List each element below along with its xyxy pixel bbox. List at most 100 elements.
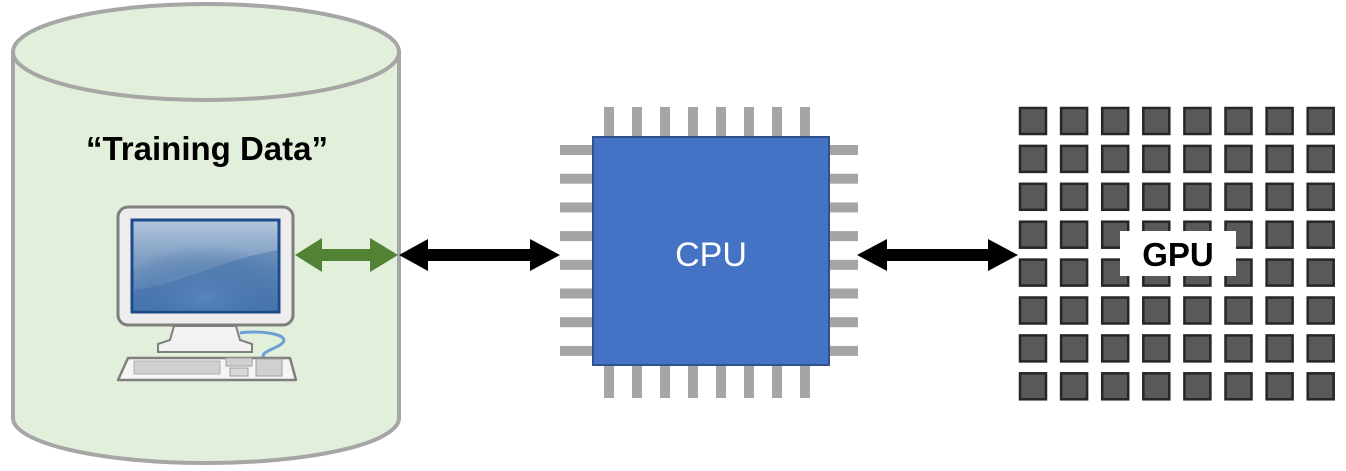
cpu-pin-top: [660, 107, 670, 138]
gpu-core: [1183, 144, 1212, 174]
gpu-core: [1142, 106, 1171, 136]
cpu-pin-left: [560, 345, 594, 356]
cpu-pin-right: [828, 317, 858, 328]
gpu-core: [1100, 182, 1130, 212]
gpu-core: [1265, 144, 1294, 174]
gpu-core: [1059, 144, 1089, 174]
cpu-pin-bottom: [660, 364, 670, 398]
cpu-pin-right: [828, 231, 858, 242]
cpu-pin-bottom: [688, 364, 698, 398]
gpu-core: [1059, 182, 1089, 212]
cylinder-top: [11, 2, 401, 102]
computer-storage-double-arrow: [295, 238, 398, 272]
cpu-pin-top: [716, 107, 726, 138]
gpu-core: [1142, 182, 1171, 212]
gpu-core: [1183, 334, 1212, 363]
gpu-core: [1059, 372, 1089, 401]
gpu-core: [1018, 258, 1048, 287]
gpu-core: [1224, 106, 1253, 136]
cpu-pin-top: [772, 107, 782, 138]
gpu-core: [1142, 372, 1171, 401]
gpu-core: [1306, 372, 1335, 401]
gpu-core: [1306, 258, 1335, 287]
gpu-core: [1018, 334, 1048, 363]
cpu-pin-top: [800, 107, 810, 138]
cpu-pin-bottom: [632, 364, 642, 398]
gpu-core: [1224, 296, 1253, 325]
cpu-pin-top: [604, 107, 614, 138]
cpu-pin-left: [560, 259, 594, 270]
gpu-core: [1059, 258, 1089, 287]
cpu-pin-top: [688, 107, 698, 138]
gpu-core: [1306, 144, 1335, 174]
gpu-core: [1059, 296, 1089, 325]
gpu-core: [1059, 220, 1089, 249]
gpu-core: [1018, 144, 1048, 174]
gpu-core: [1224, 182, 1253, 212]
gpu-core: [1306, 334, 1335, 363]
cpu-pin-bottom: [772, 364, 782, 398]
gpu-core: [1100, 106, 1130, 136]
gpu-core: [1142, 144, 1171, 174]
cpu-pin-top: [744, 107, 754, 138]
cpu-pins: [560, 107, 858, 398]
cpu-pin-right: [828, 145, 858, 155]
gpu-core: [1018, 220, 1048, 249]
cpu-pin-right: [828, 288, 858, 299]
cpu-pin-bottom: [604, 364, 614, 398]
storage-cpu-double-arrow: [399, 239, 560, 271]
gpu-core: [1183, 182, 1212, 212]
cpu-gpu-double-arrow: [857, 239, 1018, 271]
cpu-pin-left: [560, 288, 594, 299]
gpu-core: [1224, 372, 1253, 401]
gpu-core: [1100, 144, 1130, 174]
gpu-label: GPU: [1142, 236, 1214, 273]
cpu-chip: CPU: [560, 107, 858, 398]
gpu-core: [1306, 296, 1335, 325]
gpu-core: [1100, 334, 1130, 363]
gpu-core: [1265, 220, 1294, 249]
cpu-pin-top: [632, 107, 642, 138]
gpu-core: [1183, 372, 1212, 401]
gpu-core: [1183, 296, 1212, 325]
gpu-core: [1265, 258, 1294, 287]
gpu-core: [1018, 372, 1048, 401]
cpu-pin-right: [828, 345, 858, 356]
gpu-core: [1018, 182, 1048, 212]
gpu-core: [1059, 106, 1089, 136]
cpu-pin-left: [560, 202, 594, 213]
gpu-core: [1306, 220, 1335, 249]
cpu-label: CPU: [675, 236, 747, 274]
gpu-core: [1265, 182, 1294, 212]
gpu-core-grid: [1018, 106, 1335, 401]
gpu-core: [1059, 334, 1089, 363]
cpu-pin-right: [828, 259, 858, 270]
cpu-pin-left: [560, 173, 594, 184]
cpu-pin-left: [560, 145, 594, 155]
gpu-core: [1306, 106, 1335, 136]
cpu-pin-left: [560, 231, 594, 242]
gpu-core: [1100, 296, 1130, 325]
gpu-core: [1265, 296, 1294, 325]
gpu-core: [1224, 334, 1253, 363]
cpu-pin-bottom: [744, 364, 754, 398]
cpu-body: [592, 136, 830, 366]
cpu-pin-right: [828, 202, 858, 213]
gpu-label-box: [1120, 231, 1236, 276]
gpu-core: [1018, 106, 1048, 136]
gpu: GPU: [1018, 106, 1335, 401]
gpu-core: [1306, 182, 1335, 212]
storage-label: “Training Data”: [86, 130, 328, 167]
desktop-computer-icon: [116, 205, 298, 382]
gpu-core: [1265, 106, 1294, 136]
cpu-pin-left: [560, 317, 594, 328]
gpu-core: [1100, 372, 1130, 401]
cpu-pin-right: [828, 173, 858, 184]
training-data-storage: “Training Data”: [11, 2, 401, 465]
gpu-core: [1018, 296, 1048, 325]
cpu-pin-bottom: [800, 364, 810, 398]
gpu-core: [1183, 106, 1212, 136]
gpu-core: [1142, 334, 1171, 363]
gpu-core: [1142, 296, 1171, 325]
